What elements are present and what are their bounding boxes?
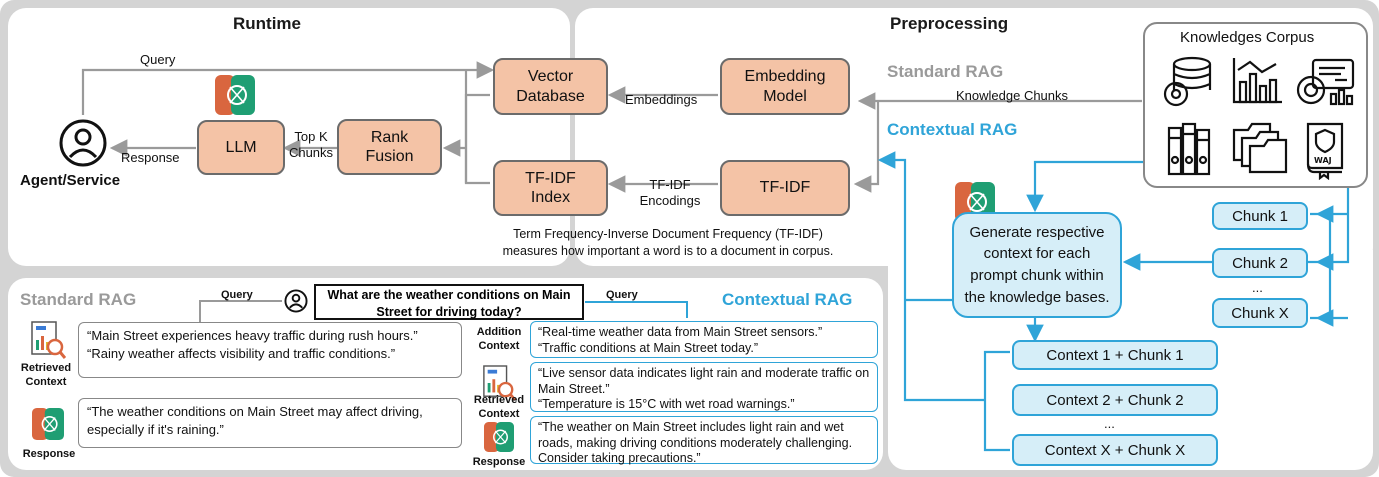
context-x-box: Context X + Chunk X bbox=[1012, 434, 1218, 466]
addition-context-label: Addition Context bbox=[476, 326, 522, 352]
folders-icon bbox=[1232, 122, 1288, 174]
preprocessing-title: Preprocessing bbox=[890, 14, 1009, 33]
ctx-response-label: Response bbox=[472, 456, 526, 468]
database-gear-icon bbox=[1163, 56, 1212, 107]
llm-logo-icon-std-response bbox=[32, 408, 64, 440]
contextual-rag-label: Contextual RAG bbox=[887, 120, 1018, 139]
top-k-label: Top K Chunks bbox=[288, 129, 334, 160]
context-ellipsis: ... bbox=[1104, 416, 1115, 431]
addition-context-box: “Real-time weather data from Main Street… bbox=[530, 321, 878, 358]
tfidf-encodings-label: TF-IDF Encodings bbox=[639, 177, 701, 208]
std-response-box: “The weather conditions on Main Street m… bbox=[78, 398, 462, 448]
binders-icon bbox=[1167, 122, 1211, 176]
embedding-model-box: Embedding Model bbox=[720, 58, 850, 115]
rank-fusion-box: Rank Fusion bbox=[337, 119, 442, 175]
chunk-ellipsis: ... bbox=[1252, 280, 1263, 295]
example-standard-rag-label: Standard RAG bbox=[20, 290, 137, 309]
llm-box: LLM bbox=[197, 120, 285, 175]
example-contextual-rag-label: Contextual RAG bbox=[722, 290, 853, 309]
user-icon-small bbox=[284, 289, 308, 313]
chunk-2-box: Chunk 2 bbox=[1212, 248, 1308, 278]
runtime-title: Runtime bbox=[233, 14, 301, 33]
std-retrieved-context-box: “Main Street experiences heavy traffic d… bbox=[78, 322, 462, 378]
response-label: Response bbox=[121, 150, 180, 165]
ctx-retrieved-line-2: “Temperature is 15°C with wet road warni… bbox=[538, 397, 795, 412]
corpus-title: Knowledges Corpus bbox=[1180, 29, 1315, 46]
user-icon bbox=[59, 119, 107, 167]
question-box: What are the weather conditions on Main … bbox=[314, 284, 584, 320]
ctx-retrieved-context-label: Retrieved Context bbox=[473, 394, 525, 420]
std-context-line-2: “Rainy weather affects visibility and tr… bbox=[87, 345, 396, 361]
tfidf-box: TF-IDF bbox=[720, 160, 850, 216]
ctx-response-box: “The weather on Main Street includes lig… bbox=[530, 416, 878, 465]
chunk-1-box: Chunk 1 bbox=[1212, 202, 1308, 230]
context-1-box: Context 1 + Chunk 1 bbox=[1012, 340, 1218, 370]
svg-text:WAJ: WAJ bbox=[1314, 156, 1332, 165]
standard-rag-label: Standard RAG bbox=[887, 62, 1004, 81]
context-2-box: Context 2 + Chunk 2 bbox=[1012, 384, 1218, 416]
std-context-line-1: “Main Street experiences heavy traffic d… bbox=[87, 328, 418, 343]
gauge-chart-icon bbox=[1296, 58, 1355, 106]
retrieved-context-label: Retrieved Context bbox=[20, 362, 72, 388]
ctx-retrieved-context-box: “Live sensor data indicates light rain a… bbox=[530, 362, 878, 412]
example-query-right: Query bbox=[606, 289, 638, 301]
report-magnifier-icon bbox=[31, 321, 66, 359]
ctx-retrieved-line-1: “Live sensor data indicates light rain a… bbox=[538, 366, 870, 396]
knowledge-chunks-label: Knowledge Chunks bbox=[956, 88, 1069, 103]
tfidf-index-box: TF-IDF Index bbox=[493, 160, 608, 216]
chunk-x-box: Chunk X bbox=[1212, 298, 1308, 328]
report-magnifier-icon-ctx bbox=[483, 365, 516, 401]
llm-logo-icon-ctx-response bbox=[484, 422, 514, 452]
tfidf-note: Term Frequency-Inverse Document Frequenc… bbox=[502, 227, 834, 258]
example-query-left: Query bbox=[221, 289, 253, 301]
vector-database-box: Vector Database bbox=[493, 58, 608, 115]
query-label: Query bbox=[140, 52, 176, 67]
embeddings-label: Embeddings bbox=[625, 92, 698, 107]
agent-label: Agent/Service bbox=[20, 172, 121, 189]
llm-logo-icon bbox=[215, 75, 255, 115]
std-response-label: Response bbox=[22, 448, 76, 460]
bar-chart-icon bbox=[1232, 58, 1282, 104]
addition-line-1: “Real-time weather data from Main Street… bbox=[538, 325, 823, 339]
law-book-icon: WAJ bbox=[1306, 122, 1344, 180]
generate-context-box: Generate respective context for each pro… bbox=[952, 212, 1122, 318]
addition-line-2: “Traffic conditions at Main Street today… bbox=[538, 340, 759, 355]
